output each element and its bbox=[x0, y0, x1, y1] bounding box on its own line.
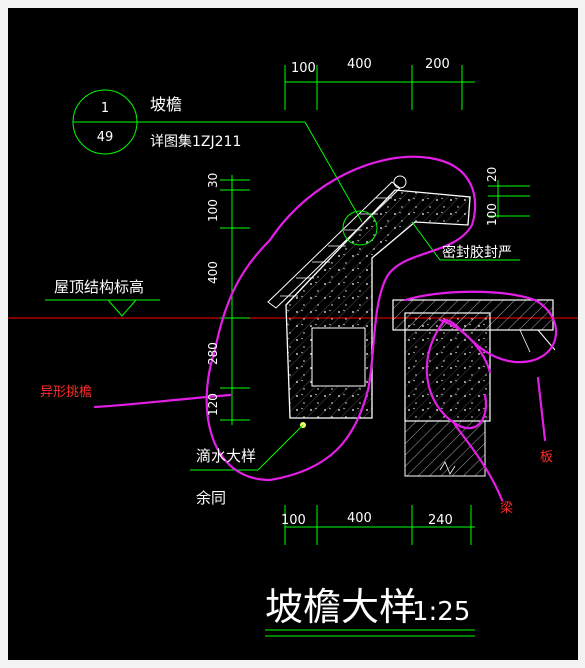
beam-annotation: 梁 bbox=[500, 501, 513, 516]
slab-markup-leader bbox=[536, 376, 547, 442]
dimension-lines bbox=[45, 65, 530, 637]
left-dim-1: 30 bbox=[206, 173, 220, 188]
roof-elevation-label: 屋顶结构标高 bbox=[54, 278, 144, 296]
top-dim-3: 200 bbox=[425, 57, 450, 72]
eave-markup-loop bbox=[205, 155, 477, 482]
right-dim-2: 100 bbox=[485, 203, 499, 226]
left-dim-2: 100 bbox=[206, 199, 220, 222]
top-dim-1: 100 bbox=[291, 61, 316, 76]
markup-annotations bbox=[93, 155, 558, 502]
bottom-dim-2: 400 bbox=[347, 511, 372, 526]
left-dim-3: 400 bbox=[206, 261, 220, 284]
text-layer: 1 49 坡檐 详图集1ZJ211 100 400 200 20 100 30 … bbox=[40, 57, 553, 629]
callout-sheet: 49 bbox=[97, 130, 114, 145]
callout-reference: 详图集1ZJ211 bbox=[150, 133, 241, 150]
drawing-scale: 1:25 bbox=[412, 597, 470, 627]
left-dim-4: 280 bbox=[206, 342, 220, 365]
drip-detail-label: 滴水大样 bbox=[196, 447, 256, 465]
eave-concrete-section bbox=[267, 175, 471, 428]
special-eave-annotation: 异形挑檐 bbox=[40, 385, 92, 400]
sealant-label: 密封胶封严 bbox=[442, 244, 512, 261]
bottom-dim-1: 100 bbox=[281, 513, 306, 528]
callout-number: 1 bbox=[101, 101, 109, 116]
callout-title: 坡檐 bbox=[150, 95, 182, 114]
slab-annotation: 板 bbox=[540, 450, 553, 465]
bottom-dim-3: 240 bbox=[428, 513, 453, 528]
right-dim-1: 20 bbox=[485, 167, 499, 182]
left-dim-5: 120 bbox=[206, 393, 220, 416]
beam-markup-inner bbox=[438, 318, 492, 374]
drip-detail-note: 余同 bbox=[196, 489, 226, 507]
beam-markup-leader bbox=[453, 423, 504, 502]
drawing-title: 坡檐大样 bbox=[265, 585, 417, 629]
top-dim-2: 400 bbox=[347, 57, 372, 72]
special-eave-markup-leader bbox=[93, 393, 232, 409]
